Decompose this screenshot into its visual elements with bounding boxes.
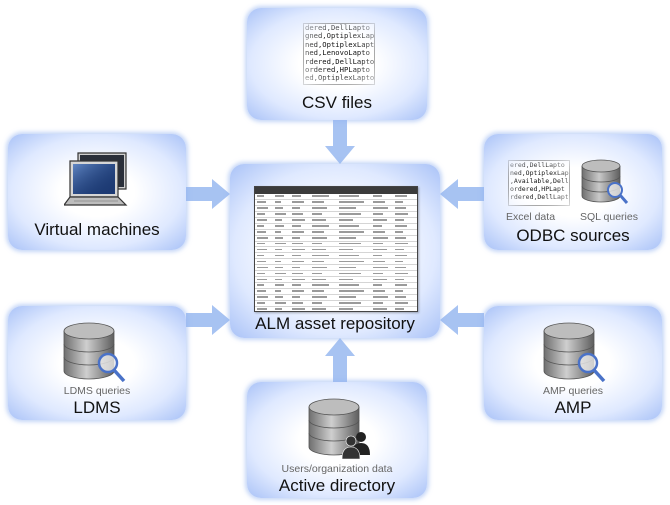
amp-queries-label: AMP queries bbox=[543, 385, 603, 397]
table-row bbox=[255, 212, 417, 218]
ldms-queries-label: LDMS queries bbox=[63, 385, 131, 397]
table-row bbox=[255, 271, 417, 278]
csv-files-node: dered,DellLapto gned,OptiplexLapt ned,Op… bbox=[247, 8, 427, 120]
amp-node: AMP queries AMP bbox=[484, 306, 662, 420]
table-row bbox=[255, 200, 417, 206]
repository-table-icon bbox=[254, 186, 418, 312]
table-row bbox=[255, 289, 417, 295]
table-row bbox=[255, 236, 417, 242]
database-magnifier-icon bbox=[63, 322, 126, 383]
table-row bbox=[255, 206, 417, 212]
csv-file-icon: dered,DellLapto gned,OptiplexLapt ned,Op… bbox=[303, 23, 375, 85]
arrow-ldms-to-repo bbox=[186, 305, 230, 335]
alm-repository-node: ALM asset repository bbox=[230, 164, 440, 338]
odbc-sources-label: ODBC sources bbox=[516, 226, 630, 245]
excel-data-label: Excel data bbox=[506, 211, 556, 223]
table-row bbox=[255, 194, 417, 200]
excel-file-icon: ered,DellLapto ned,OptiplexLap ,Availabl… bbox=[508, 160, 570, 206]
arrow-csv-to-repo bbox=[325, 120, 355, 164]
active-directory-label: Active directory bbox=[278, 476, 396, 495]
table-row bbox=[255, 301, 417, 307]
virtual-machines-node: Virtual machines bbox=[8, 134, 186, 250]
ldms-node: LDMS queries LDMS bbox=[8, 306, 186, 420]
laptop-icon bbox=[64, 152, 128, 206]
table-row bbox=[255, 265, 417, 272]
arrow-odbc-to-repo bbox=[440, 179, 484, 209]
table-row bbox=[255, 307, 417, 311]
database-magnifier-icon bbox=[581, 159, 629, 204]
alm-repository-label: ALM asset repository bbox=[255, 314, 415, 333]
odbc-sources-node: ered,DellLapto ned,OptiplexLap ,Availabl… bbox=[484, 134, 662, 250]
table-row bbox=[255, 224, 417, 230]
active-directory-node: Users/organization data Active directory bbox=[247, 382, 427, 498]
database-magnifier-icon bbox=[543, 322, 606, 383]
table-row bbox=[255, 247, 417, 254]
table-row bbox=[255, 218, 417, 224]
users-organization-label: Users/organization data bbox=[281, 463, 393, 475]
table-row bbox=[255, 242, 417, 248]
table-row bbox=[255, 295, 417, 301]
table-row bbox=[255, 259, 417, 266]
sql-queries-label: SQL queries bbox=[580, 211, 638, 223]
arrow-amp-to-repo bbox=[440, 305, 484, 335]
csv-files-label: CSV files bbox=[302, 93, 372, 112]
database-users-icon bbox=[308, 398, 370, 460]
table-row bbox=[255, 283, 417, 289]
arrow-ad-to-repo bbox=[325, 338, 355, 382]
amp-label: AMP bbox=[554, 398, 592, 417]
arrow-virtual-to-repo bbox=[186, 179, 230, 209]
virtual-machines-label: Virtual machines bbox=[34, 220, 160, 239]
ldms-label: LDMS bbox=[73, 398, 121, 417]
table-row bbox=[255, 277, 417, 284]
table-row bbox=[255, 230, 417, 236]
table-row bbox=[255, 253, 417, 260]
